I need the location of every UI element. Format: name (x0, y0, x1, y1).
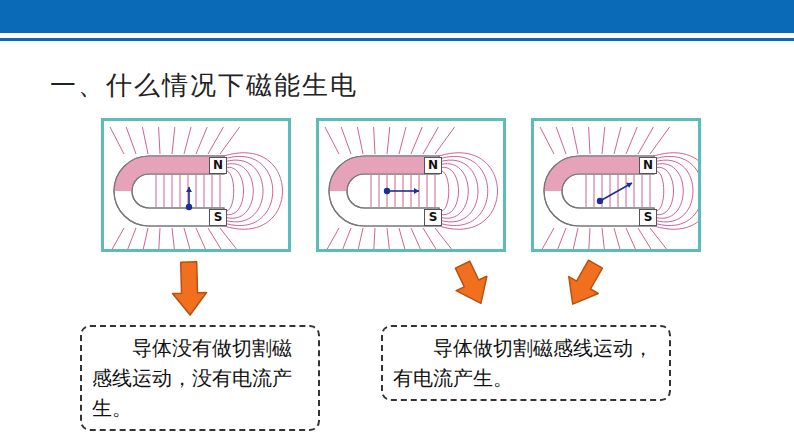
conclusion-box: 导体没有做切割磁感线运动，没有电流产生。 (80, 325, 320, 431)
header-bar (0, 0, 794, 33)
block-arrow (455, 261, 487, 303)
magnet-figure (319, 121, 503, 249)
pole-label: N (424, 157, 442, 174)
pole-label: N (639, 157, 657, 174)
magnet-figure (534, 121, 698, 249)
magnet-illustration: NS (316, 118, 506, 252)
magnet-figure (104, 121, 288, 249)
block-arrow (569, 260, 603, 304)
block-arrow (173, 262, 207, 315)
pole-label: S (209, 209, 227, 226)
pole-label: S (639, 209, 657, 226)
conclusion-box: 导体做切割磁感线运动，有电流产生。 (381, 325, 671, 401)
header-line (0, 38, 794, 41)
pole-label: N (209, 157, 227, 174)
slide-title: 一、什么情况下磁能生电 (50, 68, 358, 103)
conclusion-text: 导体没有做切割磁感线运动，没有电流产生。 (92, 333, 308, 423)
magnet-illustration: NS (531, 118, 701, 252)
pole-label: S (424, 209, 442, 226)
conclusion-text: 导体做切割磁感线运动，有电流产生。 (393, 333, 659, 393)
magnet-illustration: NS (101, 118, 291, 252)
